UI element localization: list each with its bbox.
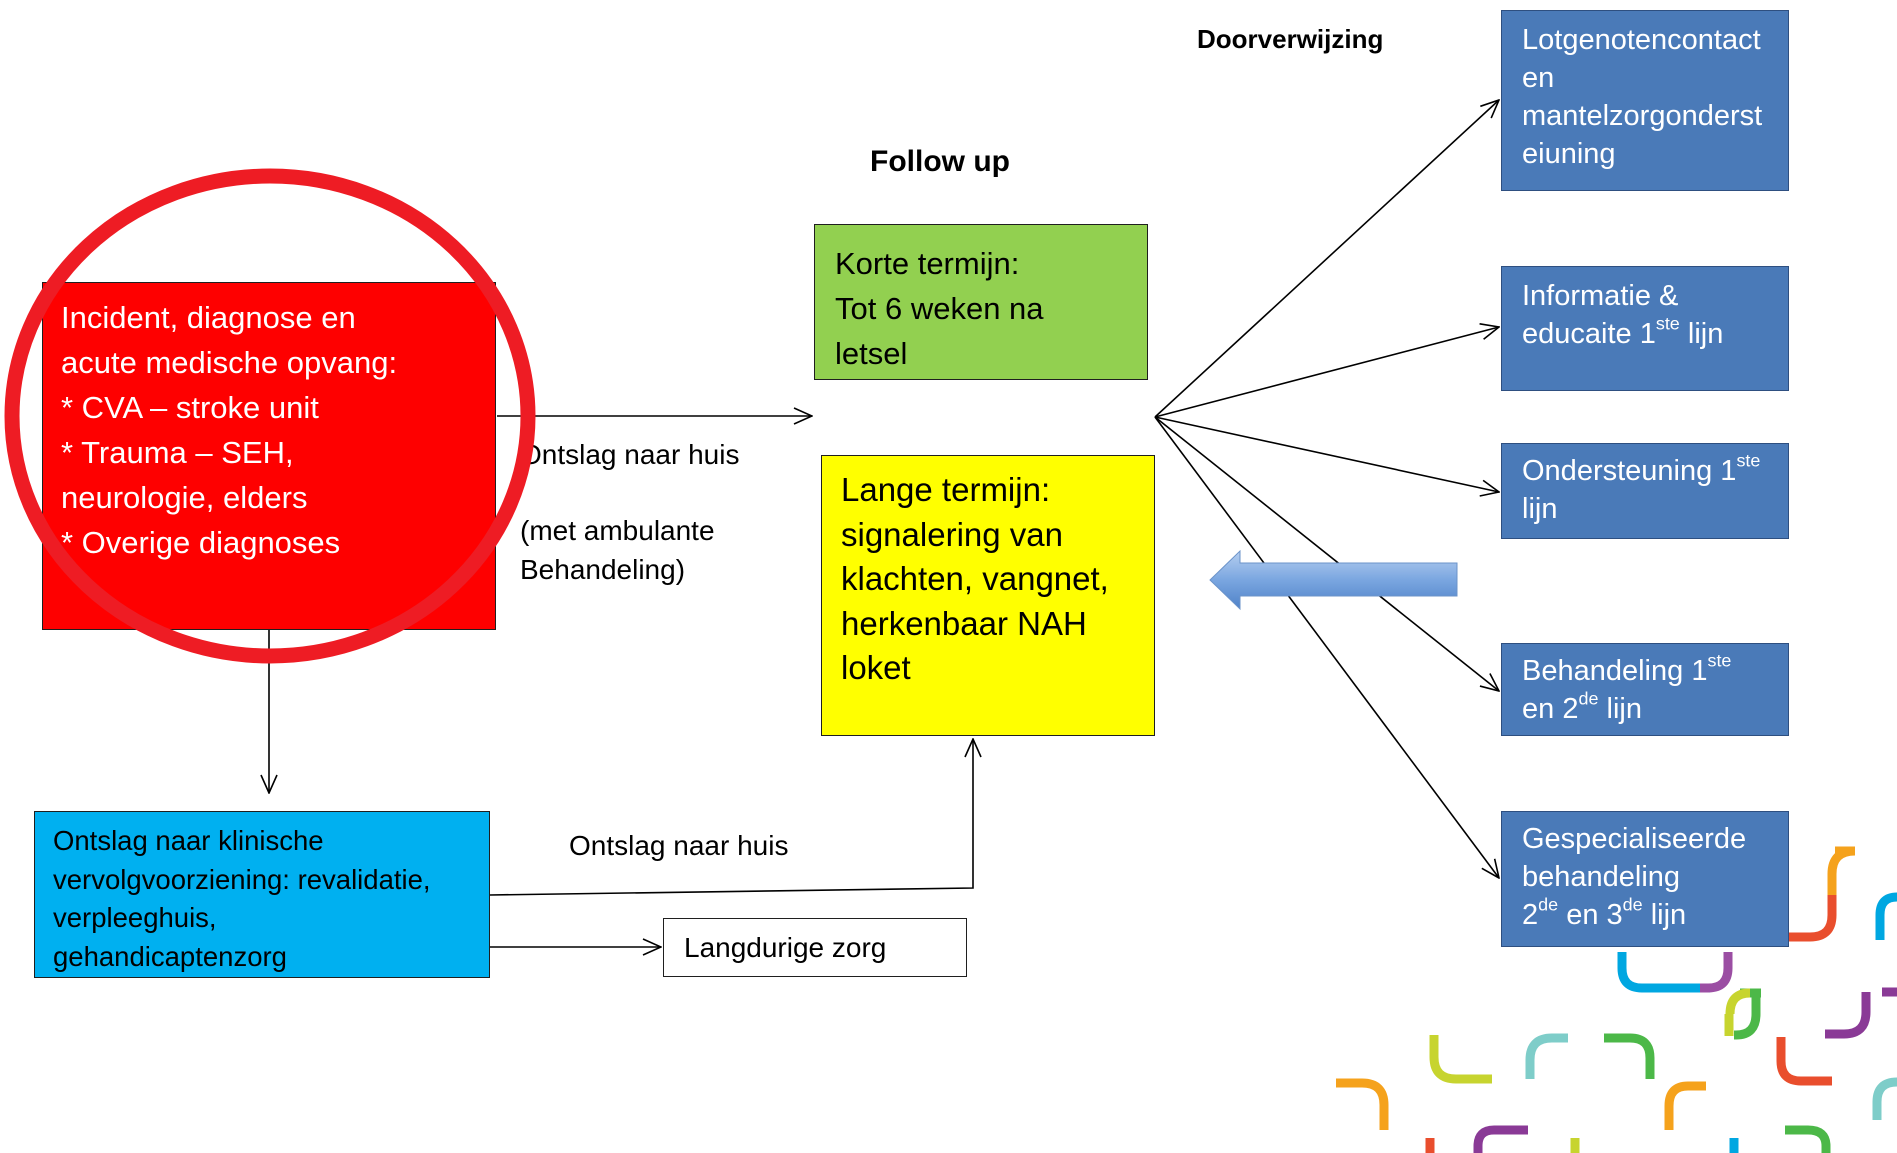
langdurige-zorg-label: Langdurige zorg: [684, 932, 887, 963]
behandeling-text: en 2: [1522, 693, 1579, 725]
decorative-corner-pattern: [1336, 846, 1897, 1153]
gespecialiseerd-line: 2de en 3de lijn: [1522, 896, 1788, 934]
behandeling-line: Behandeling 1ste: [1522, 652, 1788, 690]
superscript: ste: [1707, 650, 1732, 671]
gespecialiseerd-line: behandeling: [1522, 861, 1681, 893]
klinisch-line: vervolgvoorziening: revalidatie,: [53, 863, 431, 895]
behandeling-line: en 2de lijn: [1522, 690, 1788, 728]
lotgenotencontact-box: Lotgenotencontact en mantelzorgonderst e…: [1501, 10, 1789, 191]
arrow-to-behandeling: [1154, 416, 1499, 691]
incident-line: Incident, diagnose en: [61, 300, 356, 335]
klinisch-line: Ontslag naar klinische: [53, 825, 324, 856]
informatie-text: lijn: [1679, 318, 1724, 350]
korte-termijn-box: Korte termijn: Tot 6 weken na letsel: [814, 224, 1148, 380]
arrow-to-ondersteuning: [1154, 416, 1499, 492]
lange-termijn-line: loket: [841, 649, 911, 686]
lotgenoten-line: Lotgenotencontact: [1522, 24, 1761, 56]
edge-label-ontslag-huis-top: Ontslag naar huis: [520, 439, 740, 470]
lotgenoten-line: mantelzorgonderst: [1522, 100, 1763, 132]
korte-termijn-line: letsel: [835, 336, 908, 371]
heading-follow-up: Follow up: [870, 145, 1010, 178]
superscript: ste: [1655, 313, 1680, 334]
lange-termijn-line: herkenbaar NAH: [841, 604, 1087, 642]
superscript: de: [1538, 894, 1559, 915]
informatie-educatie-box: Informatie & educaite 1ste lijn: [1501, 266, 1789, 391]
behandeling-text: Behandeling 1: [1522, 655, 1708, 687]
informatie-text: educaite 1: [1522, 318, 1656, 350]
lange-termijn-line: Lange termijn:: [841, 471, 1051, 508]
ondersteuning-line: Ondersteuning 1ste: [1522, 452, 1788, 490]
ondersteuning-text: Ondersteuning 1: [1522, 455, 1737, 487]
lange-termijn-line: signalering van: [841, 515, 1063, 553]
behandeling-text: lijn: [1598, 693, 1642, 725]
informatie-line: Informatie &: [1522, 280, 1679, 312]
superscript: de: [1578, 688, 1599, 709]
behandeling-box: Behandeling 1ste en 2de lijn: [1501, 643, 1789, 736]
arrow-klinisch-to-lange-termijn: [489, 739, 973, 896]
langdurige-zorg-box: Langdurige zorg: [663, 918, 967, 977]
ondersteuning-line: lijn: [1522, 493, 1558, 525]
lange-termijn-box: Lange termijn: signalering van klachten,…: [821, 455, 1155, 736]
klinische-vervolgvoorziening-box: Ontslag naar klinische vervolgvoorzienin…: [34, 811, 490, 978]
arrow-to-lotgenoten: [1154, 100, 1499, 418]
feedback-block-arrow: [1209, 549, 1458, 611]
gespecialiseerd-text: en 3: [1558, 899, 1623, 931]
arrow-to-informatie: [1154, 327, 1499, 418]
edge-label-ontslag-huis-bottom: Ontslag naar huis: [569, 830, 789, 861]
incident-line: neurologie, elders: [61, 480, 308, 515]
red-highlight-ring: [4, 168, 536, 664]
informatie-line: educaite 1ste lijn: [1522, 315, 1788, 353]
gespecialiseerde-behandeling-box: Gespecialiseerde behandeling 2de en 3de …: [1501, 811, 1789, 947]
arrow-to-gespecialiseerd: [1154, 416, 1499, 878]
edge-label-behandeling: Behandeling): [520, 554, 686, 585]
ondersteuning-box: Ondersteuning 1ste lijn: [1501, 443, 1789, 539]
korte-termijn-line: Tot 6 weken na: [835, 291, 1044, 326]
heading-doorverwijzing: Doorverwijzing: [1197, 24, 1384, 54]
klinisch-line: gehandicaptenzorg: [53, 940, 287, 972]
lotgenoten-line: eiuning: [1522, 138, 1616, 170]
korte-termijn-line: Korte termijn:: [835, 246, 1020, 281]
lotgenoten-line: en: [1522, 62, 1555, 94]
gespecialiseerd-text: lijn: [1642, 899, 1687, 931]
superscript: de: [1622, 894, 1643, 915]
incident-line: * Overige diagnoses: [61, 525, 341, 560]
edge-label-met-ambulante: (met ambulante: [520, 515, 715, 546]
gespecialiseerd-line: Gespecialiseerde: [1522, 823, 1747, 855]
gespecialiseerd-text: 2: [1522, 899, 1539, 931]
incident-line: * Trauma – SEH,: [61, 435, 294, 470]
incident-line: acute medische opvang:: [61, 345, 398, 380]
superscript: ste: [1736, 450, 1761, 471]
incident-box: Incident, diagnose en acute medische opv…: [42, 282, 496, 630]
lange-termijn-line: klachten, vangnet,: [841, 560, 1109, 597]
incident-line: * CVA – stroke unit: [61, 390, 319, 425]
klinisch-line: verpleeghuis,: [53, 902, 217, 933]
